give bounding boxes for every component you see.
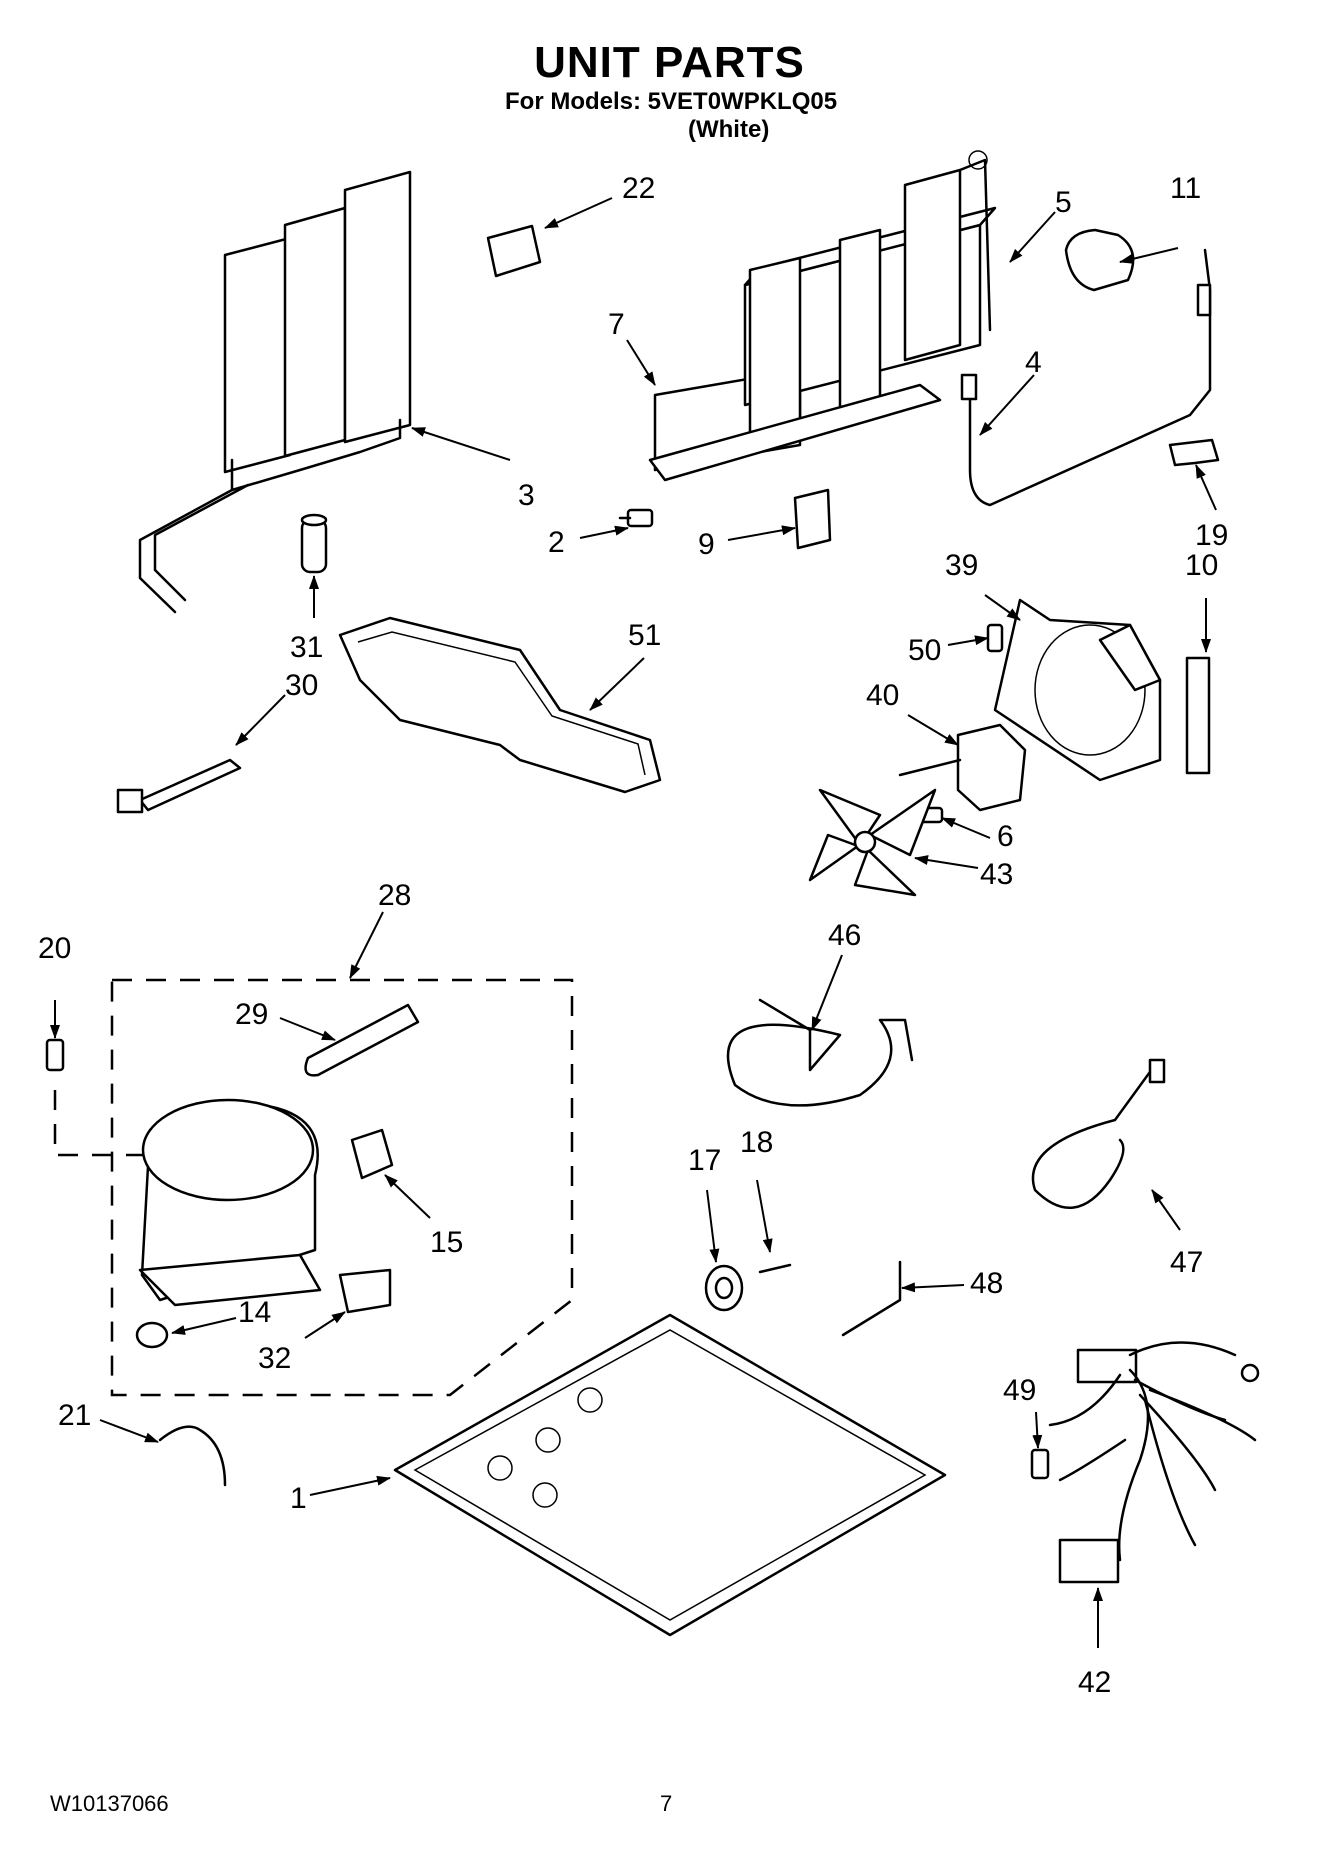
clip-19 — [1168, 438, 1220, 467]
callout-20: 20 — [38, 932, 71, 965]
page-number: 7 — [660, 1791, 673, 1816]
heater-loop — [726, 998, 914, 1107]
callout-40: 40 — [866, 679, 899, 712]
models-line: For Models: 5VET0WPKLQ05 — [505, 88, 838, 115]
screw-2 — [618, 508, 654, 528]
evaporator-assembly — [648, 150, 997, 482]
callout-47: 47 — [1170, 1246, 1203, 1279]
wire-harness — [1048, 1341, 1260, 1584]
callout-3: 3 — [518, 479, 535, 512]
callout-17: 17 — [688, 1144, 721, 1177]
condenser-coil — [138, 170, 412, 614]
grommet — [135, 1321, 169, 1349]
callout-7: 7 — [608, 308, 625, 341]
callout-9: 9 — [698, 528, 715, 561]
thermistor-wire — [960, 248, 1212, 507]
callout-1: 1 — [290, 1482, 307, 1515]
callout-labels: 22 7 5 11 4 3 2 9 19 39 10 31 51 50 30 4… — [38, 172, 1228, 1699]
roller-axle — [758, 1263, 792, 1274]
callout-30: 30 — [285, 669, 318, 702]
page-title: UNIT PARTS — [534, 38, 805, 87]
callout-15: 15 — [430, 1226, 463, 1259]
callout-42: 42 — [1078, 1666, 1111, 1699]
callout-51: 51 — [628, 619, 661, 652]
callout-18: 18 — [740, 1126, 773, 1159]
color-line: (White) — [688, 116, 770, 143]
callout-6: 6 — [997, 820, 1014, 853]
callout-28: 28 — [378, 879, 411, 912]
clip — [793, 488, 832, 550]
callout-22: 22 — [622, 172, 655, 205]
leader-lines — [50, 197, 1217, 1648]
document-number: W10137066 — [50, 1791, 169, 1816]
callout-43: 43 — [980, 858, 1013, 891]
callout-4: 4 — [1025, 346, 1042, 379]
drain-cap — [1064, 228, 1135, 292]
filter-drier — [304, 1003, 420, 1077]
callout-14: 14 — [238, 1296, 271, 1329]
callout-39: 39 — [945, 549, 978, 582]
foam-pad — [486, 224, 542, 278]
tape-strip — [1185, 656, 1211, 775]
fan-shroud — [993, 598, 1162, 782]
callout-32: 32 — [258, 1342, 291, 1375]
callout-21: 21 — [58, 1399, 91, 1432]
start-relay — [350, 1128, 394, 1180]
screw-50 — [986, 623, 1004, 653]
callout-11: 11 — [1170, 172, 1201, 205]
callout-31: 31 — [290, 631, 323, 664]
drain-tube — [1031, 1058, 1166, 1210]
tie-strap — [116, 758, 242, 814]
pin — [841, 1260, 902, 1337]
fan-blade — [808, 788, 937, 897]
screw-49 — [1030, 1448, 1050, 1480]
callout-29: 29 — [235, 998, 268, 1031]
callout-49: 49 — [1003, 1374, 1036, 1407]
ground-screw — [45, 1038, 65, 1072]
base-pan — [393, 1313, 947, 1637]
capacitor — [338, 1268, 392, 1314]
compressor-group-outline — [110, 978, 574, 1397]
callout-2: 2 — [548, 526, 565, 559]
callout-19: 19 — [1195, 519, 1228, 552]
callout-46: 46 — [828, 919, 861, 952]
standoff — [300, 513, 328, 574]
ground-screw-leader — [53, 1090, 150, 1157]
ground-wire — [158, 1425, 227, 1487]
callout-10: 10 — [1185, 549, 1218, 582]
drain-pan — [338, 616, 662, 794]
callout-5: 5 — [1055, 186, 1072, 219]
compressor — [138, 1098, 322, 1307]
callout-48: 48 — [970, 1267, 1003, 1300]
fan-motor — [898, 723, 1027, 812]
roller — [704, 1264, 744, 1312]
callout-50: 50 — [908, 634, 941, 667]
